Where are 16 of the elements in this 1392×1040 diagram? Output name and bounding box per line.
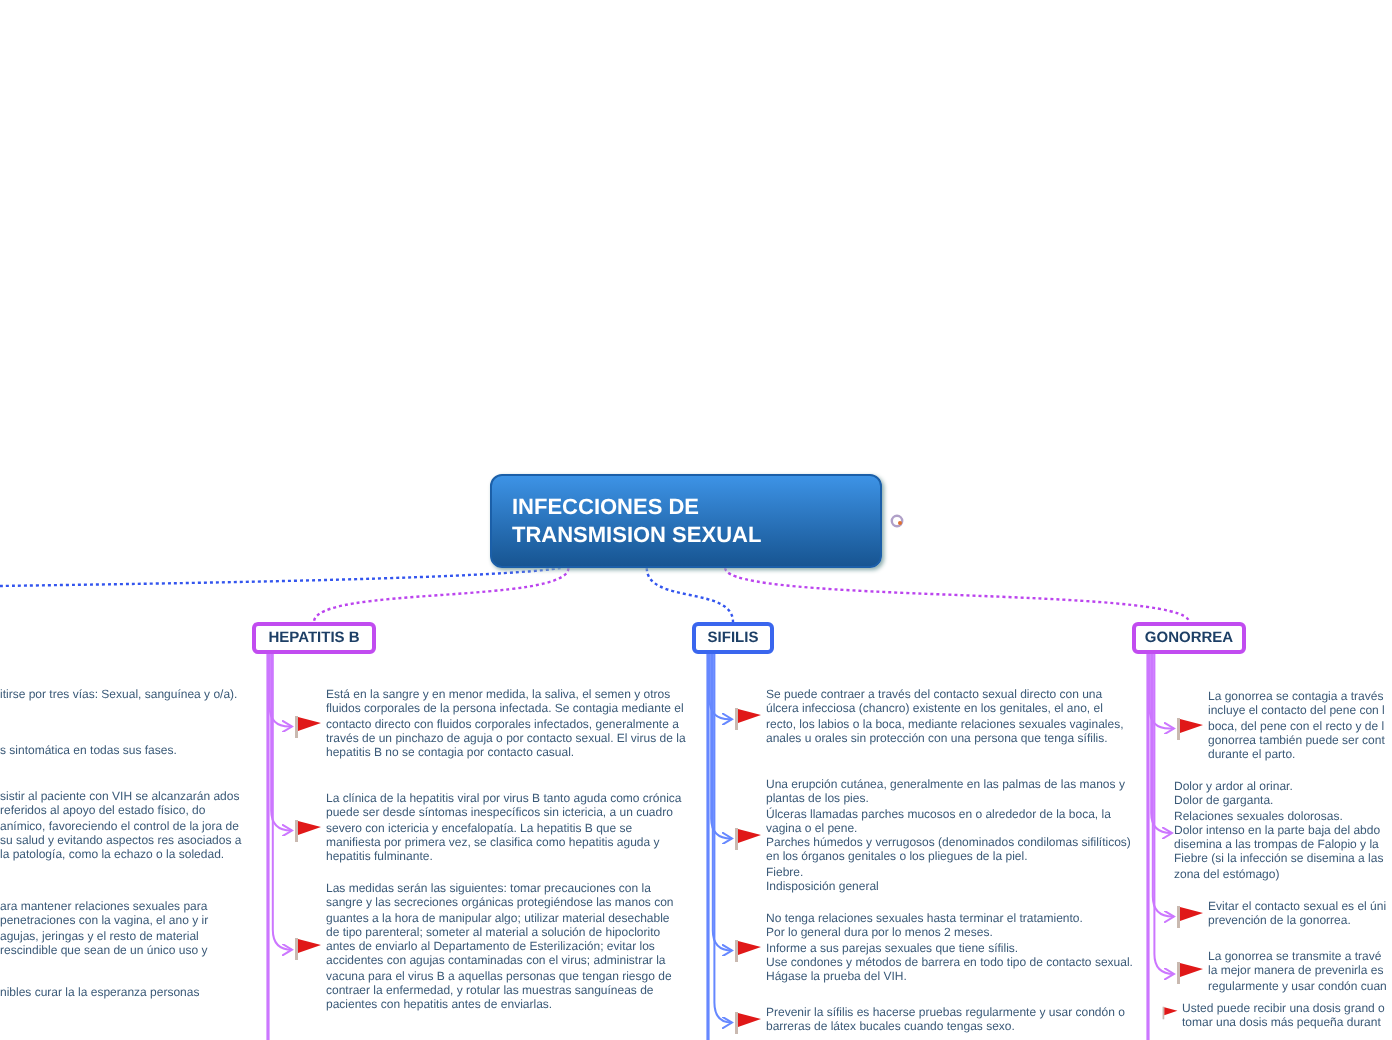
dotted-connector	[313, 567, 570, 623]
arrow	[1151, 653, 1175, 924]
arrow	[1148, 653, 1175, 736]
arrow	[708, 653, 733, 727]
arrow	[713, 653, 733, 1030]
arrow	[1150, 653, 1173, 841]
arrow	[271, 653, 293, 957]
dotted-connector	[645, 567, 735, 623]
arrow	[270, 653, 293, 838]
arrow	[1153, 653, 1175, 981]
arrow	[268, 653, 293, 734]
dotted-connector	[724, 567, 1190, 623]
arrow	[711, 653, 733, 958]
central-topic: INFECCIONES DE TRANSMISION SEXUAL	[490, 474, 882, 568]
dotted-connector	[0, 566, 561, 588]
arrow	[710, 653, 733, 846]
